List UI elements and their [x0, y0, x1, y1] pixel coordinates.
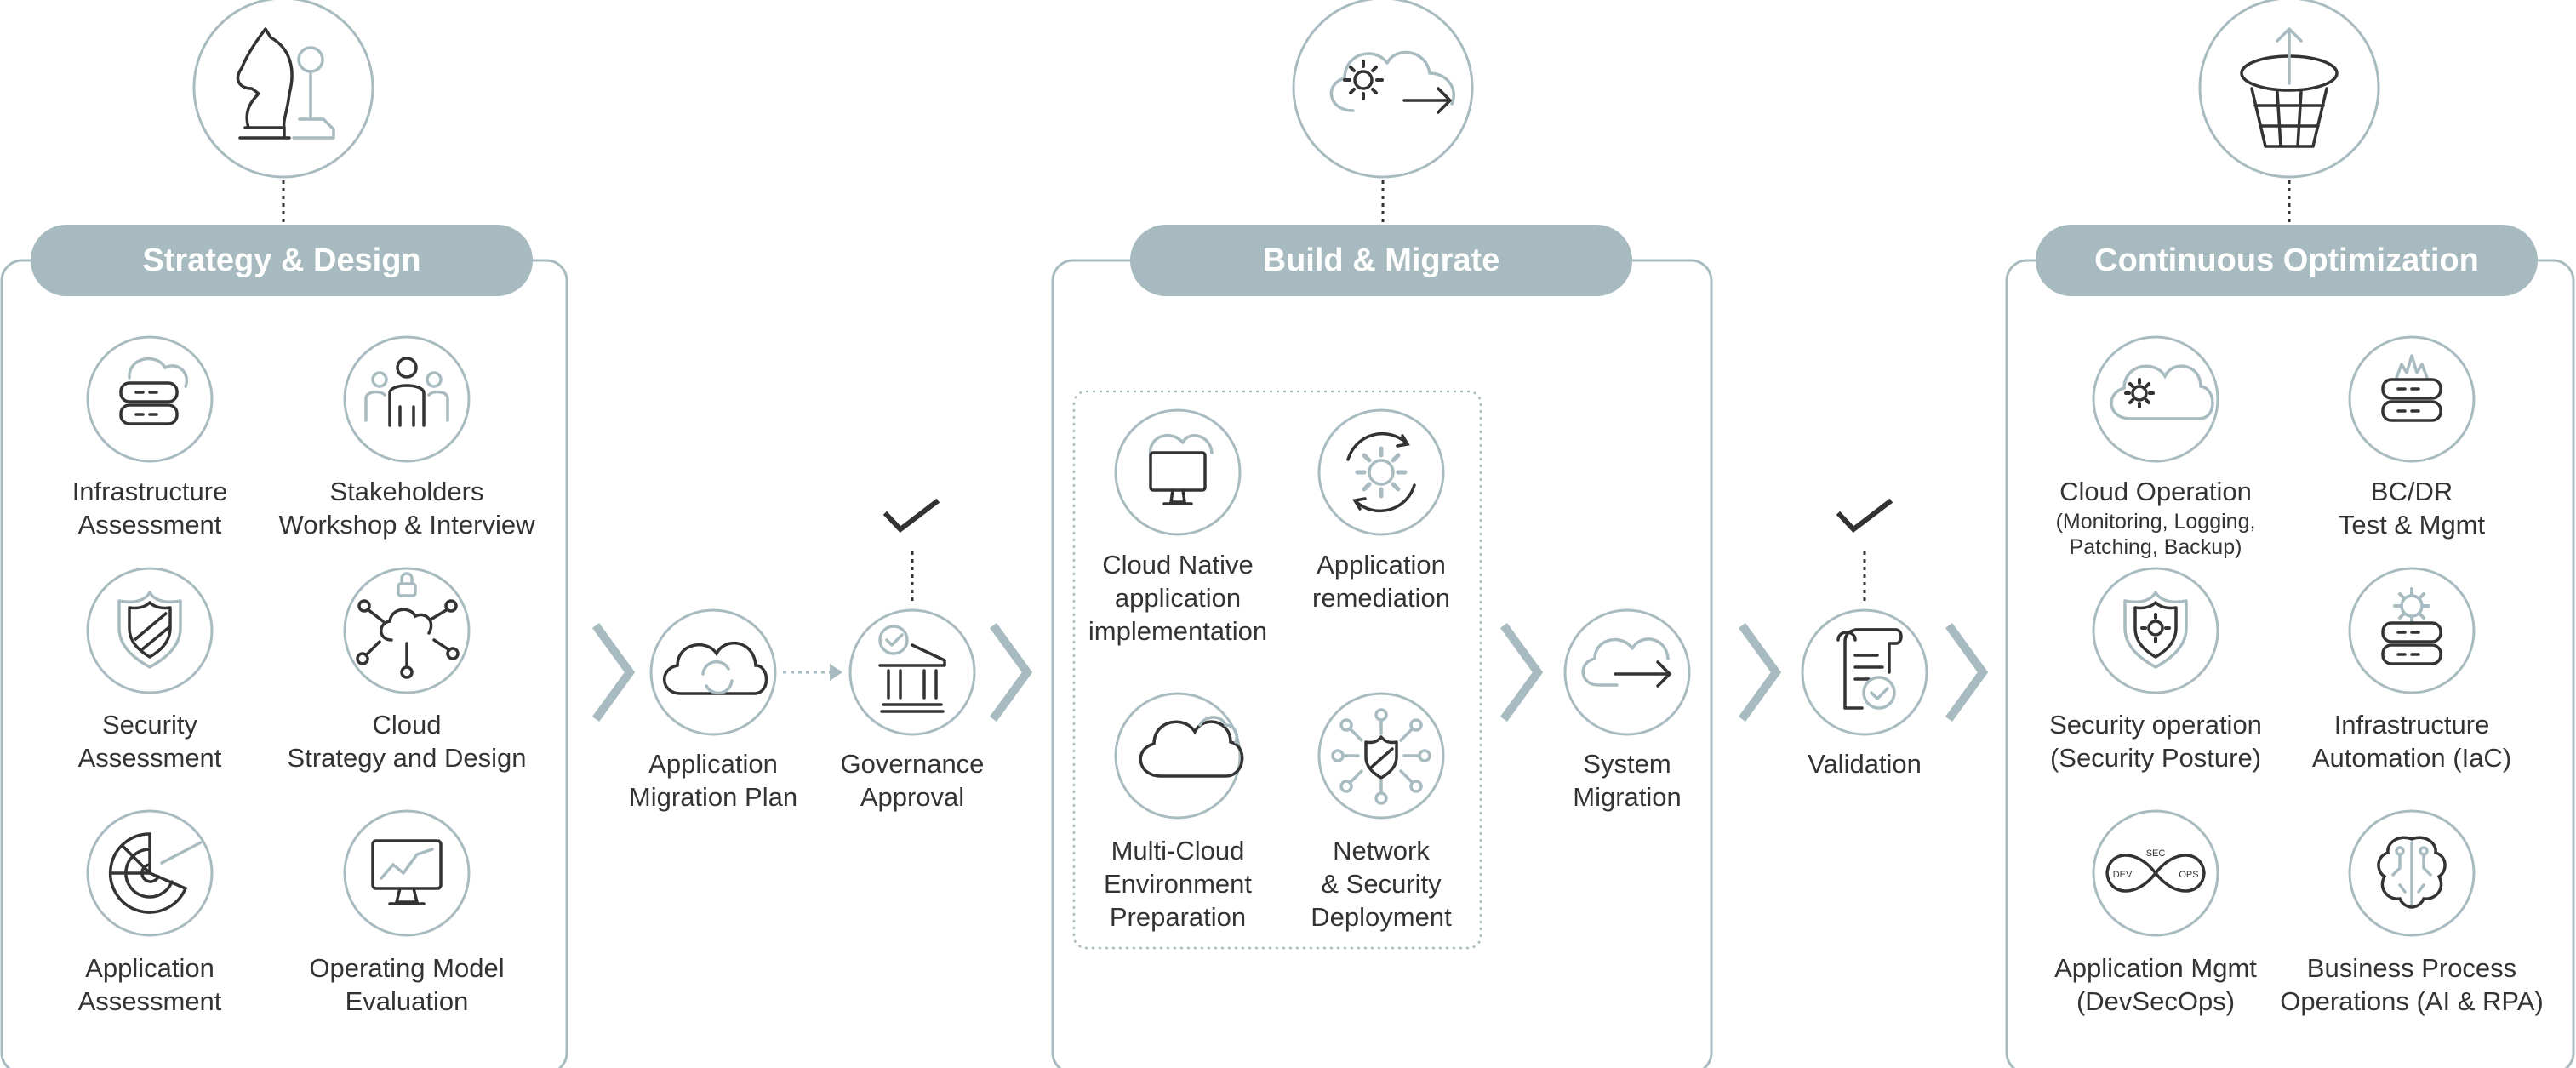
- chevron-4: [1738, 623, 1782, 722]
- optimization-hub-circle: [2198, 0, 2380, 179]
- shield-icon: [117, 591, 182, 669]
- ops-label: OPS: [2179, 870, 2198, 880]
- cloud-operation-detail: (Monitoring, Logging,Patching, Backup): [2055, 510, 2256, 559]
- build-phase-title: Build & Migrate: [1130, 225, 1632, 296]
- cloud-refresh-icon: [662, 641, 768, 695]
- chevron-2: [989, 623, 1033, 722]
- devsecops-infinity-icon: DEV SEC OPS: [2105, 848, 2206, 893]
- cloud-gear-migrate-icon: [1329, 50, 1455, 114]
- server-cloud-icon: [119, 357, 189, 425]
- application-mgmt-label: Application Mgmt(DevSecOps): [2054, 953, 2257, 1016]
- optimization-upload-icon: [2240, 27, 2339, 148]
- brain-circuit-icon: [2377, 836, 2447, 909]
- document-check-icon: [1836, 628, 1903, 710]
- governance-circle: [848, 608, 976, 736]
- dev-label: DEV: [2113, 870, 2133, 880]
- strategy-hub-circle: [192, 0, 374, 179]
- sec-label: SEC: [2146, 848, 2166, 859]
- chevron-1: [591, 623, 636, 722]
- multi-cloud-icon: [1139, 716, 1244, 778]
- server-gear-icon: [2381, 587, 2442, 665]
- cloud-operation-label: Cloud Operation: [2059, 477, 2252, 506]
- migration-plan-circle: [649, 608, 777, 736]
- chevron-5: [1945, 623, 1989, 722]
- cloud-monitor-icon: [1149, 433, 1214, 505]
- validation-check-icon: [1836, 498, 1893, 534]
- strategy-panel: [0, 259, 568, 1068]
- governance-check-icon: [882, 498, 940, 534]
- chess-strategy-icon: [236, 27, 335, 140]
- monitor-chart-icon: [371, 839, 443, 905]
- validation-label: Validation: [1808, 749, 1922, 779]
- build-hub-circle: [1292, 0, 1474, 179]
- optimization-phase-title: Continuous Optimization: [2036, 225, 2538, 296]
- strategy-phase-title: Strategy & Design: [31, 225, 533, 296]
- stakeholders-icon: [364, 357, 449, 427]
- gear-cycle-icon: [1346, 431, 1416, 513]
- optimization-panel: [2005, 259, 2575, 1068]
- cloud-arrow-icon: [1581, 637, 1671, 688]
- radar-pie-icon: [108, 832, 203, 914]
- security-operation-label: Security operation(Security Posture): [2049, 710, 2262, 773]
- governance-bank-icon: [878, 625, 946, 713]
- server-burst-icon: [2381, 354, 2442, 422]
- network-shield-icon: [1331, 708, 1431, 805]
- build-inner-dotted-box: [1072, 390, 1482, 950]
- cloud-gear-icon: [2110, 364, 2214, 420]
- chevron-3: [1499, 623, 1544, 722]
- shield-gear-icon: [2123, 591, 2188, 669]
- validation-circle: [1801, 608, 1928, 736]
- cloud-network-icon: [356, 572, 460, 679]
